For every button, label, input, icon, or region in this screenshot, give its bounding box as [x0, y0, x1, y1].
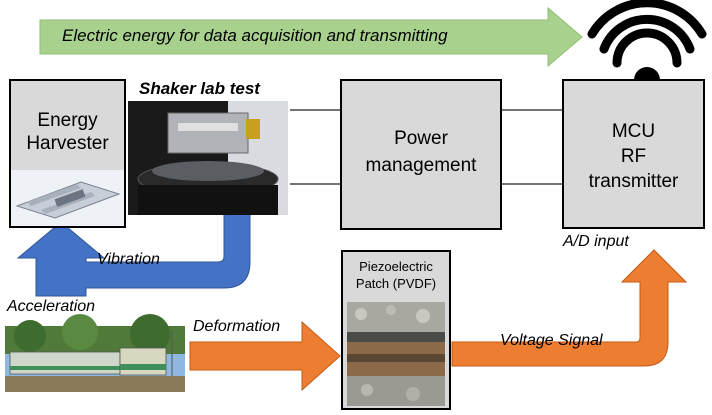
voltage-signal-label: Voltage Signal [500, 332, 603, 349]
acceleration-label: Acceleration [7, 298, 96, 315]
energy-banner-text: Electric energy for data acquisition and… [62, 26, 448, 45]
shaker-photo [128, 101, 288, 215]
deformation-arrow [189, 320, 341, 392]
mcu-line2: RF [620, 146, 647, 167]
mcu-label: MCU RF transmitter [564, 119, 703, 194]
piezo-rail-photo [347, 302, 445, 406]
energy-harvester-line2: Harvester [26, 133, 109, 154]
piezo-patch-box: Piezoelectric Patch (PVDF) [341, 250, 451, 410]
mcu-rf-transmitter-box: MCU RF transmitter [562, 79, 705, 229]
vibration-label: Vibration [97, 251, 160, 268]
voltage-signal-arrow [451, 249, 688, 367]
train-photo [5, 314, 185, 392]
piezo-line1: Piezoelectric [359, 259, 433, 274]
energy-harvester-box: Energy Harvester [9, 79, 126, 228]
mcu-line1: MCU [611, 121, 656, 142]
mcu-line3: transmitter [588, 171, 679, 192]
power-management-label: Power management [342, 125, 500, 179]
deformation-label: Deformation [193, 318, 281, 335]
energy-banner-arrow [39, 6, 583, 68]
energy-harvester-label: Energy Harvester [11, 109, 124, 155]
piezo-line2: Patch (PVDF) [355, 276, 437, 291]
power-management-line2: management [365, 155, 477, 176]
power-management-line1: Power [394, 128, 448, 149]
ad-input-label: A/D input [563, 233, 629, 250]
piezo-label: Piezoelectric Patch (PVDF) [343, 258, 449, 292]
energy-harvester-line1: Energy [37, 110, 98, 131]
harvester-image [11, 170, 124, 226]
power-management-box: Power management [340, 79, 502, 230]
shaker-test-label: Shaker lab test [139, 79, 260, 98]
